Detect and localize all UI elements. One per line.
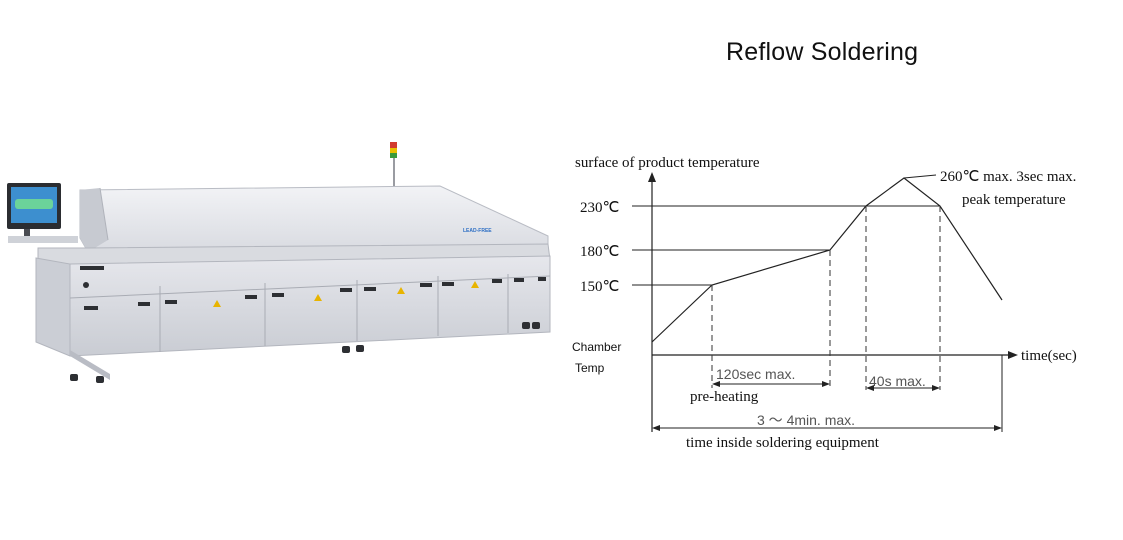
- tick-label-150: 150℃: [580, 279, 619, 295]
- peak-time-label: 40s max.: [869, 373, 926, 389]
- tick-label-230: 230℃: [580, 200, 619, 216]
- reflow-oven-illustration: LEAD-FREE: [7, 142, 551, 383]
- tick-label-180: 180℃: [580, 244, 619, 260]
- chamber-label-line1: Chamber: [572, 340, 621, 354]
- chamber-label-line2: Temp: [575, 361, 605, 375]
- signal-tower: [390, 142, 397, 190]
- total-time-label: 3 ～ 4min. max.: [757, 412, 855, 428]
- page-title: Reflow Soldering: [726, 38, 919, 66]
- total-time-caption: time inside soldering equipment: [686, 435, 880, 451]
- temperature-curve: [651, 177, 1003, 343]
- preheat-label: pre-heating: [690, 389, 759, 405]
- y-axis-label: surface of product temperature: [575, 155, 760, 171]
- peak-label-line2: peak temperature: [962, 192, 1066, 208]
- x-axis-arrow: [1008, 351, 1018, 359]
- peak-label-line1: 260℃ max. 3sec max.: [940, 169, 1076, 185]
- control-monitor: [7, 183, 78, 243]
- lead-free-label: LEAD-FREE: [463, 228, 492, 234]
- x-axis-label: time(sec): [1021, 348, 1077, 364]
- preheat-time-label: 120sec max.: [716, 366, 795, 382]
- y-axis-arrow: [648, 172, 656, 182]
